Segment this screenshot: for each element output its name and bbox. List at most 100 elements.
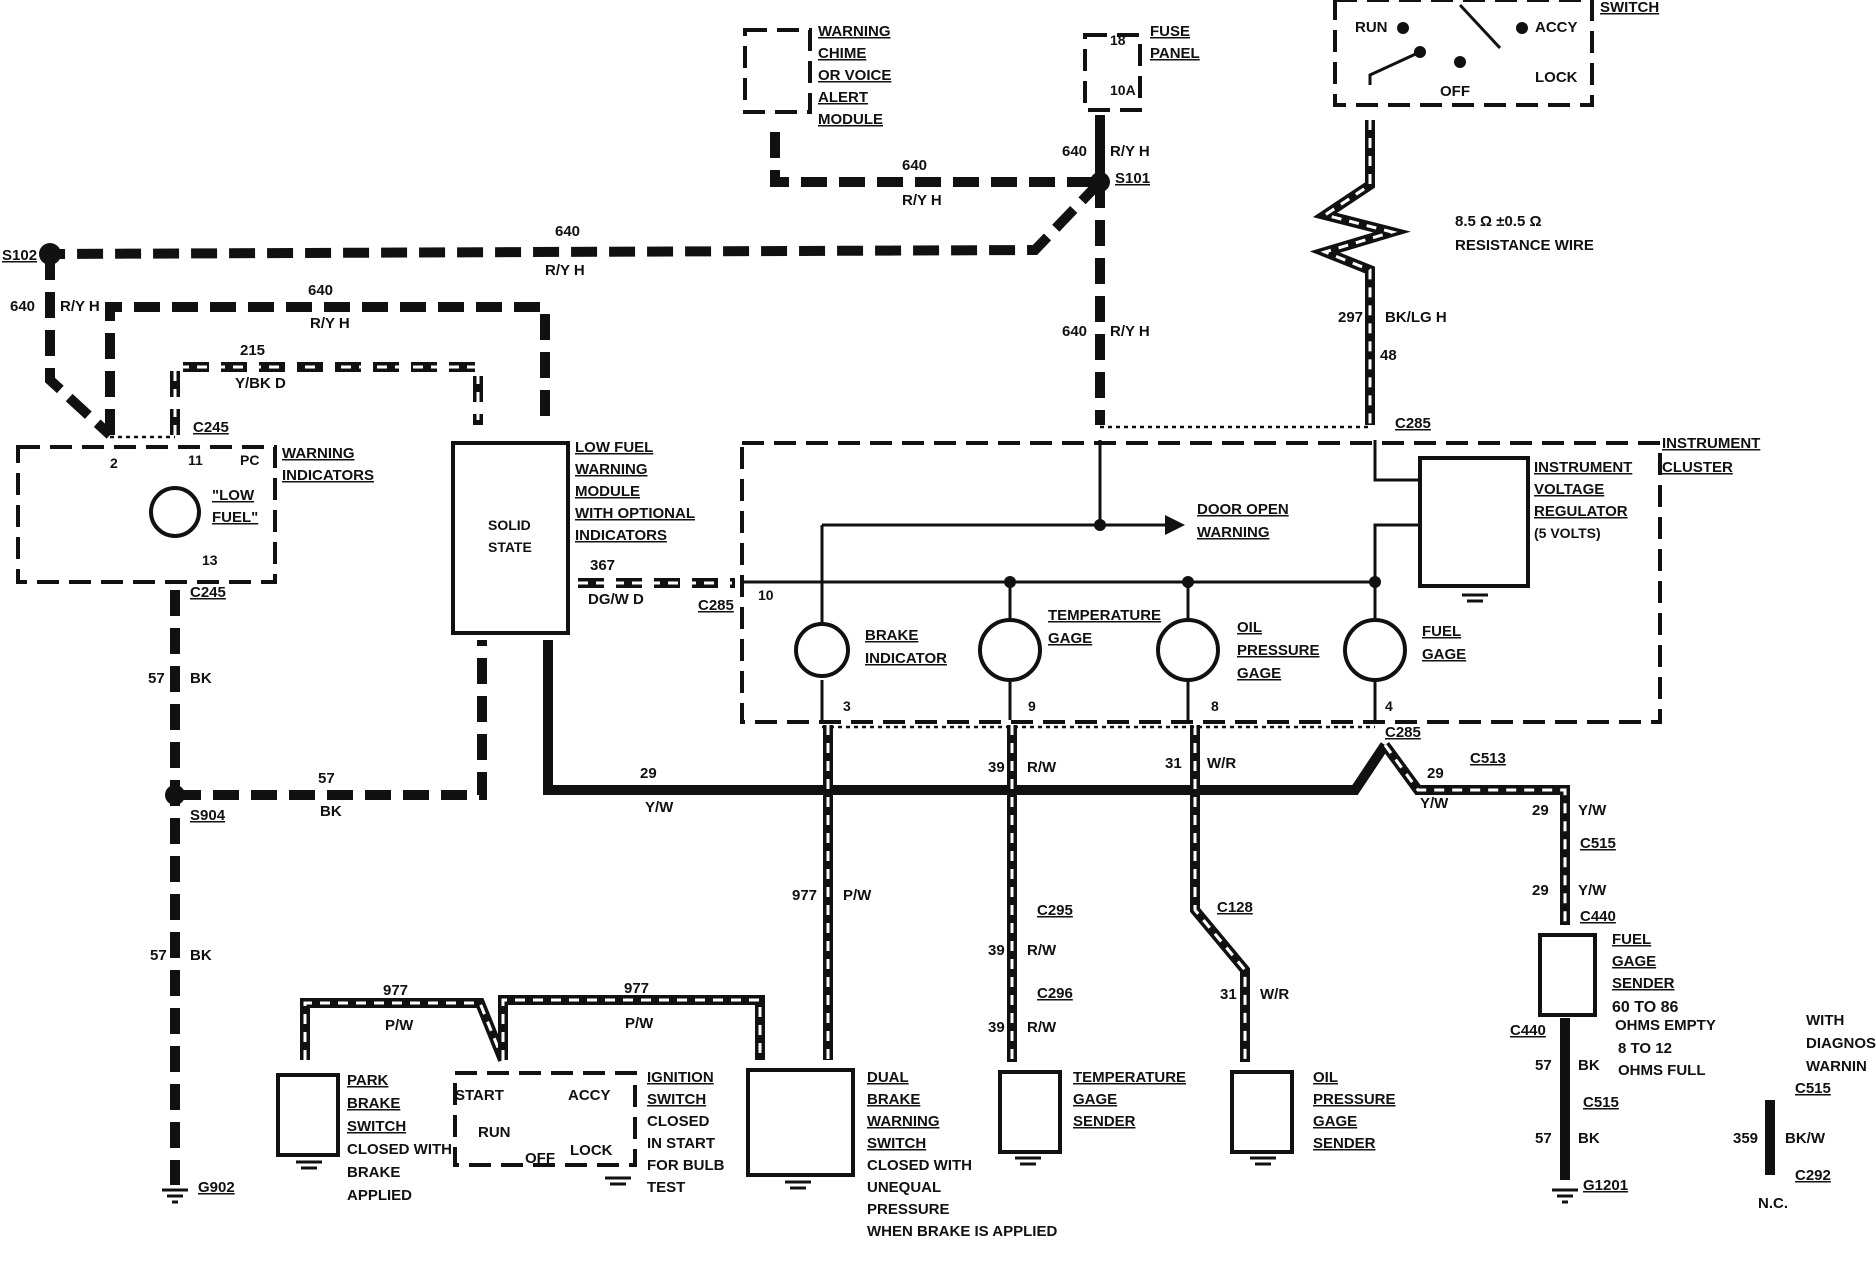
fuse-number: 18 bbox=[1110, 32, 1126, 48]
labels: WARNING CHIME OR VOICE ALERT MODULE 18 1… bbox=[2, 0, 1876, 1240]
wire-48: 48 bbox=[1380, 347, 1397, 364]
wire-rw: R/W bbox=[1027, 942, 1057, 959]
pin-label: 4 bbox=[1385, 698, 1393, 714]
wire-pw: P/W bbox=[385, 1017, 414, 1034]
door-open-label: WARNING bbox=[1197, 524, 1270, 541]
ign-switch-label: IGNITION bbox=[647, 1069, 714, 1086]
fuse-rating: 10A bbox=[1110, 82, 1136, 98]
chime-label: WARNING bbox=[818, 23, 891, 40]
oil-sender-label: GAGE bbox=[1313, 1113, 1357, 1130]
oil-gage-label: PRESSURE bbox=[1237, 642, 1320, 659]
fuel-gage-icon bbox=[1343, 618, 1407, 682]
park-brake-switch-box bbox=[276, 1073, 340, 1157]
wire-pw: P/W bbox=[625, 1015, 654, 1032]
wire-57: 57 bbox=[150, 947, 167, 964]
switch-label: SWITCH bbox=[1600, 0, 1659, 16]
pin-label: 2 bbox=[110, 455, 118, 471]
wire-rw: R/W bbox=[1027, 1019, 1057, 1036]
oil-sender-label: OIL bbox=[1313, 1069, 1338, 1086]
c295-label: C295 bbox=[1037, 902, 1073, 919]
wiring bbox=[45, 115, 1775, 1185]
dual-brake-label: UNEQUAL bbox=[867, 1179, 941, 1196]
temp-sender-label: GAGE bbox=[1073, 1091, 1117, 1108]
fuel-ohms: 8 TO 12 bbox=[1618, 1040, 1672, 1057]
g1201-label: G1201 bbox=[1583, 1177, 1628, 1194]
door-open-label: DOOR OPEN bbox=[1197, 501, 1289, 518]
with-diag-label: DIAGNOS bbox=[1806, 1035, 1876, 1052]
c296-label: C296 bbox=[1037, 985, 1073, 1002]
pin-label: 3 bbox=[843, 698, 851, 714]
fuse-panel-label: PANEL bbox=[1150, 45, 1200, 62]
brake-indicator-label: INDICATOR bbox=[865, 650, 947, 667]
with-diag-label: WITH bbox=[1806, 1012, 1844, 1029]
fuel-sender-label: SENDER bbox=[1612, 975, 1675, 992]
resistance-value: 8.5 Ω ±0.5 Ω bbox=[1455, 213, 1542, 230]
pin-label: 9 bbox=[1028, 698, 1036, 714]
low-fuel-lamp-icon bbox=[149, 486, 201, 538]
c285-label: C285 bbox=[1385, 724, 1421, 741]
oil-pressure-gage-icon bbox=[1156, 618, 1220, 682]
wire-bk: BK bbox=[320, 803, 342, 820]
park-brake-label: BRAKE bbox=[347, 1164, 400, 1181]
brake-indicator-lamp-icon bbox=[794, 622, 850, 678]
chime-module-box bbox=[743, 28, 812, 114]
wire-29: 29 bbox=[1532, 802, 1549, 819]
temp-sender-label: SENDER bbox=[1073, 1113, 1136, 1130]
solid-state-module bbox=[451, 441, 570, 635]
low-fuel-module-label: LOW FUEL bbox=[575, 439, 653, 456]
temp-gage-label: GAGE bbox=[1048, 630, 1092, 647]
wire-39: 39 bbox=[988, 759, 1005, 776]
g902-label: G902 bbox=[198, 1179, 235, 1196]
s102-label: S102 bbox=[2, 247, 37, 264]
c245-label: C245 bbox=[190, 584, 226, 601]
ign-start-label: START bbox=[455, 1087, 504, 1104]
low-fuel-module-label: INDICATORS bbox=[575, 527, 667, 544]
ign-switch-label: IN START bbox=[647, 1135, 715, 1152]
wire-977: 977 bbox=[792, 887, 817, 904]
wire-297: 297 bbox=[1338, 309, 1363, 326]
fuse-panel-label: FUSE bbox=[1150, 23, 1190, 40]
wire-wr: W/R bbox=[1207, 755, 1236, 772]
fuel-gage-label: GAGE bbox=[1422, 646, 1466, 663]
c128-label: C128 bbox=[1217, 899, 1253, 916]
wire-39: 39 bbox=[988, 942, 1005, 959]
wire-640: 640 bbox=[1062, 143, 1087, 160]
wire-wr: W/R bbox=[1260, 986, 1289, 1003]
wire-31: 31 bbox=[1165, 755, 1182, 772]
c440-label: C440 bbox=[1510, 1022, 1546, 1039]
ign-switch-label: TEST bbox=[647, 1179, 685, 1196]
dual-brake-label: CLOSED WITH bbox=[867, 1157, 972, 1174]
c285-label: C285 bbox=[698, 597, 734, 614]
park-brake-label: SWITCH bbox=[347, 1118, 406, 1135]
dual-brake-label: DUAL bbox=[867, 1069, 909, 1086]
components bbox=[16, 0, 1597, 1204]
wire-ry: R/Y H bbox=[902, 192, 942, 209]
low-fuel-module-label: MODULE bbox=[575, 483, 640, 500]
wire-31: 31 bbox=[1220, 986, 1237, 1003]
fuel-sender-label: FUEL bbox=[1612, 931, 1651, 948]
pin-label: 11 bbox=[188, 452, 203, 468]
chime-label: ALERT bbox=[818, 89, 868, 106]
dual-brake-label: WHEN BRAKE IS APPLIED bbox=[867, 1223, 1057, 1240]
splice-s101 bbox=[1090, 172, 1110, 192]
wire-bk: BK bbox=[190, 947, 212, 964]
low-fuel-module-label: WARNING bbox=[575, 461, 648, 478]
brake-indicator-label: BRAKE bbox=[865, 627, 918, 644]
wire-ry: R/Y H bbox=[60, 298, 100, 315]
wire-977: 977 bbox=[383, 982, 408, 999]
wire-bkw: BK/W bbox=[1785, 1130, 1826, 1147]
c515-label: C515 bbox=[1795, 1080, 1831, 1097]
wire-29: 29 bbox=[1427, 765, 1444, 782]
park-brake-label: APPLIED bbox=[347, 1187, 412, 1204]
dual-brake-label: WARNING bbox=[867, 1113, 940, 1130]
dual-brake-label: BRAKE bbox=[867, 1091, 920, 1108]
splice-s102 bbox=[39, 243, 61, 265]
ign-switch-label: FOR BULB bbox=[647, 1157, 725, 1174]
ign-switch-label: SWITCH bbox=[647, 1091, 706, 1108]
splice-s904 bbox=[165, 785, 185, 805]
ground-icon bbox=[162, 593, 1578, 1204]
ignition-switch-box bbox=[1333, 0, 1594, 107]
wire-640: 640 bbox=[1062, 323, 1087, 340]
wire-pw: P/W bbox=[843, 887, 872, 904]
fuel-ohms: 60 TO 86 bbox=[1612, 999, 1679, 1016]
